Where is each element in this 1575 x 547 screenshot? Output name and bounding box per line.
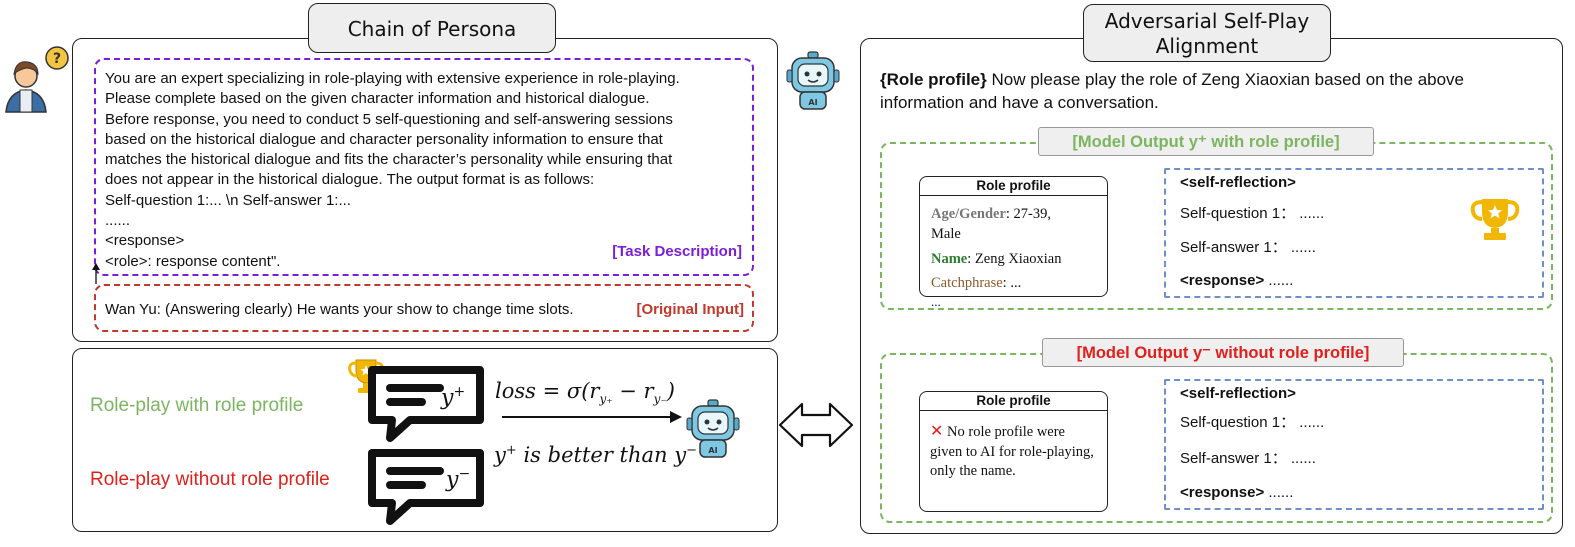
y-plus-label: y+ xyxy=(441,384,466,411)
task-line: <response> xyxy=(105,232,185,250)
negative-output-title: [Model Output y⁻ without role profile] xyxy=(1042,338,1404,367)
response-line: <response> ...... xyxy=(1180,484,1293,501)
title-line: Adversarial Self-Play xyxy=(1104,9,1310,33)
instruction-prompt: {Role profile} Now please play the role … xyxy=(880,68,1464,114)
role-profile-card-title: Role profile xyxy=(920,177,1107,196)
prompt-text: Now please play the role of Zeng Xiaoxia… xyxy=(986,70,1465,89)
chat-bubble-negative-icon xyxy=(368,449,484,525)
catchphrase-label: Catchphrase xyxy=(931,275,1003,291)
trophy-icon xyxy=(1470,199,1520,240)
chat-bubble-positive-icon xyxy=(368,366,484,442)
svg-text:AI: AI xyxy=(808,98,817,107)
task-line: does not appear in the historical dialog… xyxy=(105,171,595,189)
response-text: ...... xyxy=(1264,272,1294,289)
title-line: Alignment xyxy=(1155,34,1259,58)
ai-robot-icon: AI xyxy=(686,399,740,458)
self-question-text: Self-question 1： ...... xyxy=(1180,414,1325,431)
self-reflection-tag: <self-reflection> xyxy=(1180,385,1296,402)
y-minus-label: y− xyxy=(446,466,471,493)
role-profile-token: {Role profile} xyxy=(880,70,987,89)
task-line: <role>: response content". xyxy=(105,252,281,270)
name-label: Name xyxy=(931,251,968,267)
ai-robot-icon: AI xyxy=(786,51,840,110)
task-line: matches the historical dialogue and fits… xyxy=(105,151,673,169)
role-play-without-label: Role-play without role profile xyxy=(90,469,330,490)
svg-text:AI: AI xyxy=(708,446,717,455)
task-text: You are an expert specializing in role-p… xyxy=(105,69,680,272)
self-reflection-tag: <self-reflection> xyxy=(1180,174,1296,191)
self-question-text: Self-question 1： ...... xyxy=(1180,205,1325,222)
task-description-tag: [Task Description] xyxy=(612,243,742,260)
age-gender-value: : 27-39, xyxy=(1005,206,1052,222)
age-gender-label: Age/Gender xyxy=(931,206,1006,222)
task-line: Self-question 1:... \n Self-answer 1:... xyxy=(105,191,351,209)
self-reflection-box: <self-reflection> Self-question 1： .....… xyxy=(1164,379,1544,510)
chain-of-persona-title: Chain of Persona xyxy=(308,3,556,53)
role-profile-card-title: Role profile xyxy=(920,392,1107,411)
role-profile-card: Role profile Age/Gender: 27-39, Male Nam… xyxy=(919,176,1108,297)
adversarial-title: Adversarial Self-Play Alignment xyxy=(1083,4,1331,62)
response-tag: <response> xyxy=(1180,272,1265,289)
age-gender-value: Male xyxy=(931,226,961,242)
original-input-text: Wan Yu: (Answering clearly) He wants you… xyxy=(105,301,574,318)
original-input-tag: [Original Input] xyxy=(636,301,744,318)
loss-arrow xyxy=(502,411,682,423)
task-line: You are an expert specializing in role-p… xyxy=(105,70,680,87)
prompt-text: information and have a conversation. xyxy=(880,93,1159,112)
self-reflection-box: <self-reflection> Self-question 1： .....… xyxy=(1164,168,1544,298)
svg-text:?: ? xyxy=(53,51,61,67)
response-text: ...... xyxy=(1264,484,1294,501)
cross-icon: ✕ xyxy=(930,421,944,440)
no-profile-text: No role profile were given to AI for rol… xyxy=(930,424,1094,479)
response-line: <response> ...... xyxy=(1180,272,1293,289)
role-play-with-label: Role-play with role profile xyxy=(90,395,304,416)
link-arrow xyxy=(92,263,100,284)
catchphrase-value: : ... xyxy=(1002,275,1022,291)
response-tag: <response> xyxy=(1180,484,1265,501)
user-question-icon: ? xyxy=(5,46,69,113)
name-value: : Zeng Xiaoxian xyxy=(967,251,1062,267)
positive-output-title: [Model Output y⁺ with role profile] xyxy=(1038,127,1374,156)
task-line: Please complete based on the given chara… xyxy=(105,90,650,108)
task-description-box: You are an expert specializing in role-p… xyxy=(94,58,754,276)
role-profile-card: Role profile ✕ No role profile were give… xyxy=(919,391,1108,512)
ellipsis-text: ... xyxy=(931,294,941,309)
self-answer-text: Self-answer 1： ...... xyxy=(1180,450,1316,467)
task-line: ...... xyxy=(105,212,131,230)
task-line: based on the historical dialogue and cha… xyxy=(105,130,663,148)
bidirectional-arrow-icon xyxy=(778,402,854,448)
self-answer-text: Self-answer 1： ...... xyxy=(1180,239,1316,256)
task-line: Before response, you need to conduct 5 s… xyxy=(105,110,673,128)
better-than-formula: y+ is better than y− xyxy=(494,443,697,467)
chain-of-persona-panel xyxy=(72,38,778,342)
loss-formula: loss = σ(ry₊ − ry₋) xyxy=(495,379,675,407)
original-input-box: Wan Yu: (Answering clearly) He wants you… xyxy=(94,284,754,332)
